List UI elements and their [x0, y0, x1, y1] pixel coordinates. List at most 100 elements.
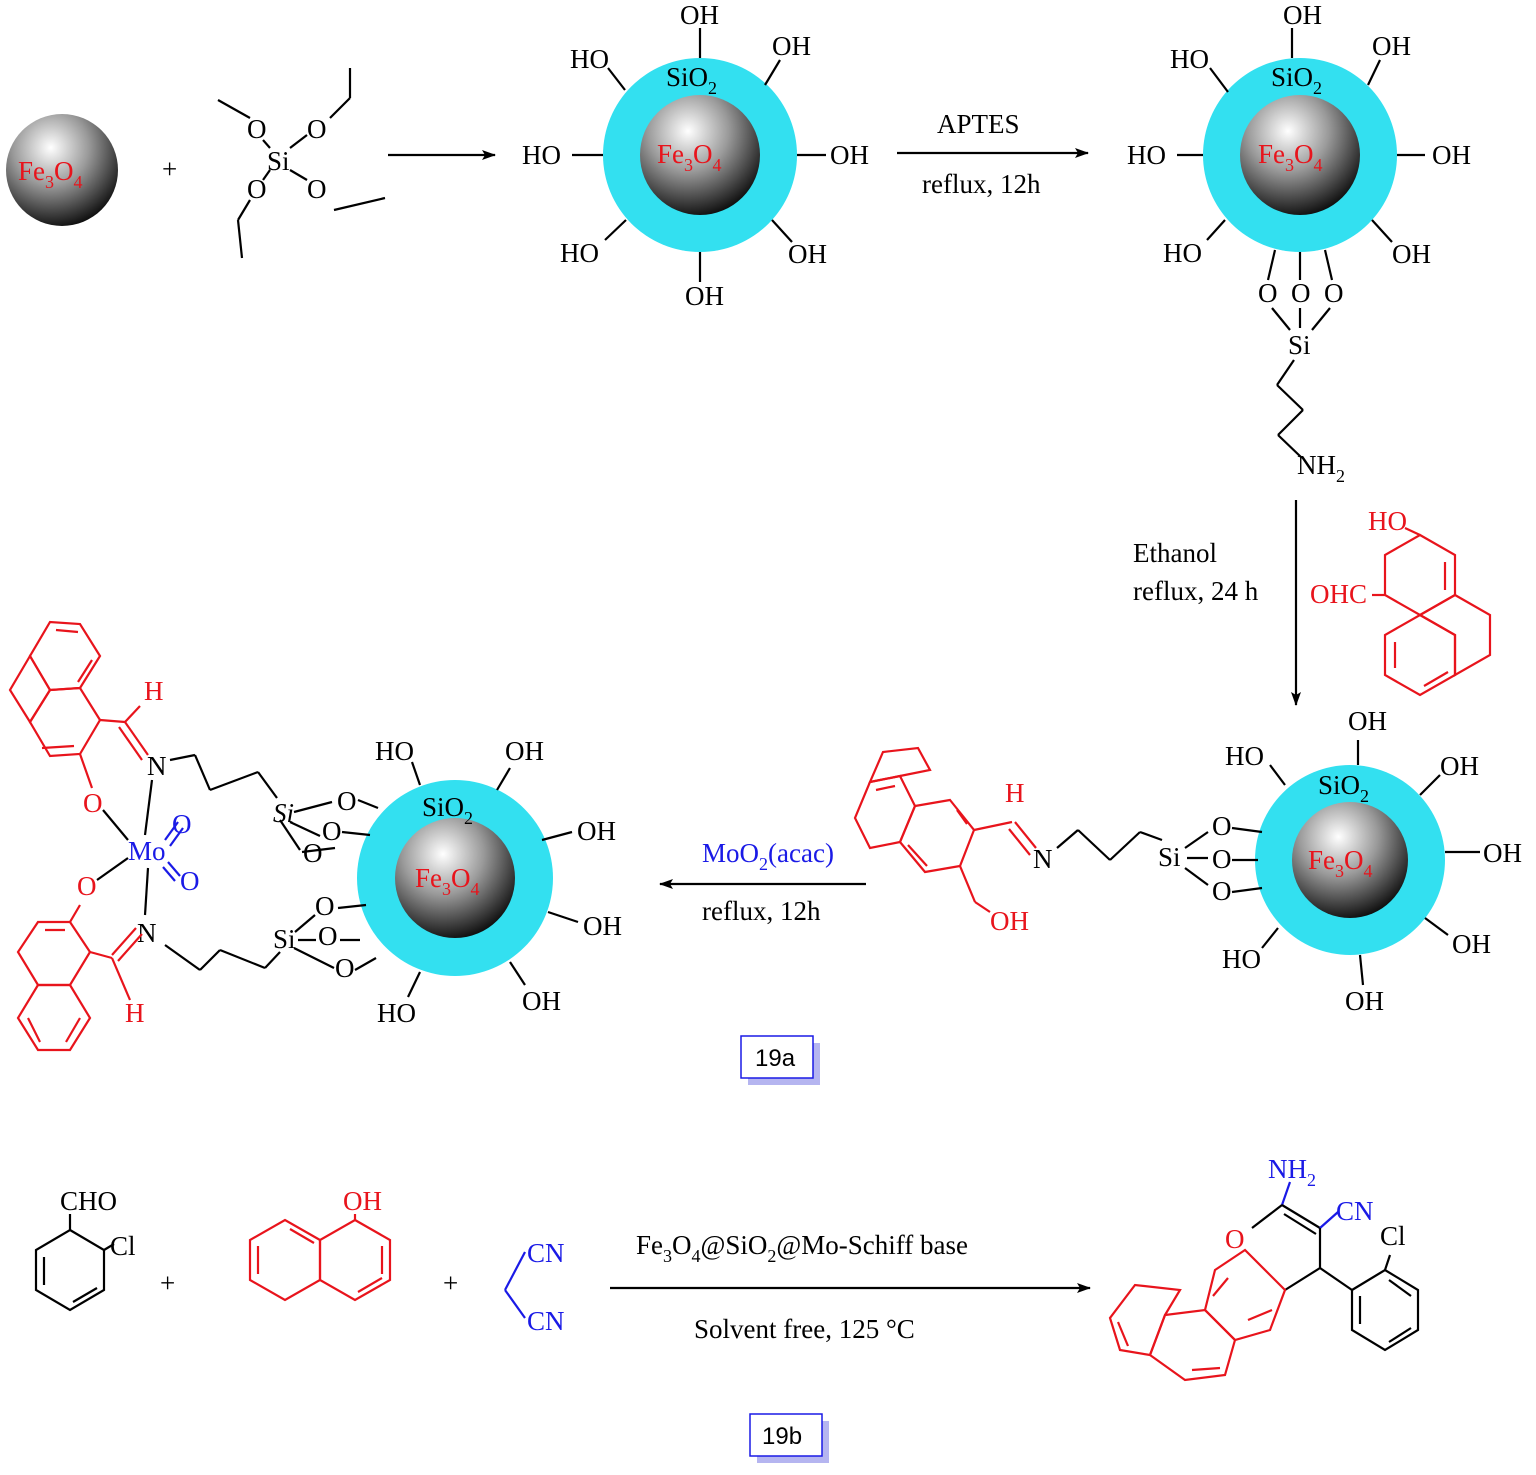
svg-text:OH: OH — [1452, 929, 1491, 959]
svg-text:HO: HO — [1225, 741, 1264, 771]
svg-text:O: O — [1212, 811, 1232, 841]
svg-text:OH: OH — [990, 906, 1029, 936]
plus-sign: + — [160, 1268, 175, 1298]
svg-text:OH: OH — [343, 1186, 382, 1216]
svg-text:H: H — [125, 998, 145, 1028]
svg-text:O: O — [1212, 876, 1232, 906]
svg-text:O: O — [318, 921, 338, 951]
compound-19a: SiO2 Fe3O4 HO OH OH OH OH HO O O O Si N … — [8, 620, 622, 1052]
step4-conditions: reflux, 12h — [702, 896, 821, 926]
svg-text:OH: OH — [522, 986, 561, 1016]
svg-text:O: O — [247, 114, 267, 144]
svg-text:O: O — [77, 871, 97, 901]
svg-text:O: O — [322, 816, 342, 846]
svg-text:Cl: Cl — [1380, 1221, 1406, 1251]
plus-sign: + — [162, 154, 177, 184]
svg-text:O: O — [307, 114, 327, 144]
teos-molecule: Si O O O O — [217, 68, 386, 259]
svg-text:Si: Si — [1158, 842, 1181, 872]
step5-catalyst: Fe3O4@SiO2@Mo-Schiff base — [636, 1230, 968, 1266]
svg-text:O: O — [315, 891, 335, 921]
shell-label: SiO2 — [666, 62, 717, 98]
svg-text:CN: CN — [527, 1238, 565, 1268]
svg-text:OH: OH — [1348, 706, 1387, 736]
svg-text:Fe3O4: Fe3O4 — [415, 863, 480, 899]
svg-text:OH: OH — [1440, 751, 1479, 781]
svg-text:OH: OH — [1432, 140, 1471, 170]
svg-text:Fe3O4: Fe3O4 — [1308, 845, 1373, 881]
svg-text:OH: OH — [583, 911, 622, 941]
svg-text:CN: CN — [1336, 1196, 1374, 1226]
svg-text:N: N — [137, 918, 157, 948]
svg-text:O: O — [1225, 1224, 1245, 1254]
svg-text:HO: HO — [560, 238, 599, 268]
svg-text:Fe3O4: Fe3O4 — [1258, 139, 1323, 175]
svg-text:N: N — [147, 751, 167, 781]
silica-coated-particle: SiO2 Fe3O4 OH HO OH HO OH HO OH OH — [522, 0, 869, 311]
svg-text:OHC: OHC — [1310, 579, 1367, 609]
svg-text:O: O — [1212, 844, 1232, 874]
svg-text:OH: OH — [577, 816, 616, 846]
svg-text:O: O — [1291, 278, 1311, 308]
step5-conditions: Solvent free, 125 °C — [694, 1314, 915, 1344]
svg-text:HO: HO — [522, 140, 561, 170]
svg-text:Mo: Mo — [128, 836, 166, 866]
svg-text:HO: HO — [1368, 506, 1407, 536]
step3-solvent: Ethanol — [1133, 538, 1217, 568]
svg-text:CN: CN — [527, 1306, 565, 1336]
svg-text:SiO2: SiO2 — [1318, 770, 1369, 806]
step2-conditions: reflux, 12h — [922, 169, 1041, 199]
svg-text:OH: OH — [685, 281, 724, 311]
svg-text:OH: OH — [830, 140, 869, 170]
svg-text:O: O — [337, 786, 357, 816]
svg-text:OH: OH — [788, 239, 827, 269]
svg-text:Si: Si — [1288, 330, 1311, 360]
svg-text:OH: OH — [505, 736, 544, 766]
svg-text:O: O — [335, 953, 355, 983]
svg-text:OH: OH — [1283, 0, 1322, 30]
chromene-product: NH2 CN O Cl — [1108, 1154, 1420, 1382]
svg-text:O: O — [180, 866, 200, 896]
svg-text:NH2: NH2 — [1297, 450, 1345, 486]
svg-text:NH2: NH2 — [1268, 1154, 1316, 1190]
svg-text:OH: OH — [680, 0, 719, 30]
svg-text:N: N — [1033, 844, 1053, 874]
svg-text:19b: 19b — [762, 1423, 802, 1450]
svg-text:HO: HO — [375, 736, 414, 766]
amine-functionalized-particle: SiO2 Fe3O4 OH HO OH HO OH HO OH O O O Si… — [1127, 0, 1471, 486]
svg-text:HO: HO — [570, 44, 609, 74]
hydroxynaphthaldehyde-reagent: HO OHC — [1310, 506, 1492, 697]
svg-text:Cl: Cl — [110, 1231, 136, 1261]
svg-text:OH: OH — [1345, 986, 1384, 1016]
svg-text:H: H — [1005, 778, 1025, 808]
svg-text:Si: Si — [267, 146, 290, 176]
svg-text:SiO2: SiO2 — [1271, 62, 1322, 98]
naphthol: OH — [248, 1186, 392, 1302]
svg-text:HO: HO — [1222, 944, 1261, 974]
svg-text:OH: OH — [1372, 31, 1411, 61]
svg-text:H: H — [144, 676, 164, 706]
chlorobenzaldehyde: CHO Cl — [34, 1186, 136, 1312]
core-label: Fe3O4 — [18, 156, 83, 192]
svg-text:Si: Si — [273, 798, 294, 828]
svg-text:HO: HO — [1127, 140, 1166, 170]
svg-text:SiO2: SiO2 — [422, 792, 473, 828]
step2-reagent: APTES — [937, 109, 1020, 139]
step3-conditions: reflux, 24 h — [1133, 576, 1259, 606]
svg-text:O: O — [303, 838, 323, 868]
compound-label-19b: 19b — [749, 1413, 829, 1463]
svg-text:OH: OH — [1483, 838, 1522, 868]
core-label: Fe3O4 — [657, 139, 722, 175]
svg-text:O: O — [307, 174, 327, 204]
compound-label-19a: 19a — [740, 1035, 820, 1085]
svg-text:OH: OH — [772, 31, 811, 61]
malononitrile: CN CN — [504, 1238, 565, 1336]
svg-text:Si: Si — [273, 924, 296, 954]
svg-text:O: O — [247, 174, 267, 204]
svg-text:HO: HO — [1170, 44, 1209, 74]
svg-text:O: O — [172, 809, 192, 839]
svg-text:19a: 19a — [755, 1045, 796, 1072]
bare-core-particle: Fe3O4 — [6, 114, 118, 226]
